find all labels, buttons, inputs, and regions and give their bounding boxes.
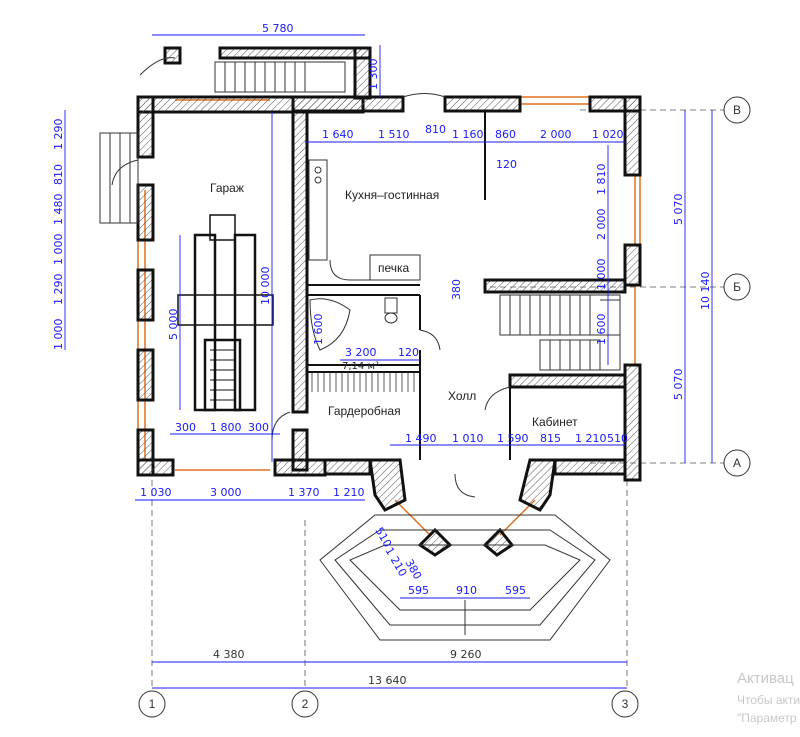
dim-left-810: 810 <box>52 164 65 185</box>
dim-p-595b: 595 <box>505 584 526 597</box>
dim-r-5070b: 5 070 <box>672 369 685 401</box>
dim-h-815: 815 <box>540 432 561 445</box>
dim-b-120: 120 <box>398 346 419 359</box>
dim-p-595a: 595 <box>408 584 429 597</box>
dim-tot-4380: 4 380 <box>213 648 245 661</box>
dim-k-2000: 2 000 <box>540 128 572 141</box>
dim-g-300a: 300 <box>175 421 196 434</box>
stairs <box>214 61 621 371</box>
dim-b-3200: 3 200 <box>345 346 377 359</box>
dim-h-1010: 1 010 <box>452 432 484 445</box>
room-label-kitchen: Кухня–гостинная <box>345 188 439 202</box>
dim-top-1300: 1 300 <box>367 59 380 91</box>
dim-left-1480: 1 480 <box>52 194 65 226</box>
axis-label-1: 1 <box>149 697 156 711</box>
door-swings <box>111 57 511 498</box>
dim-k-1510: 1 510 <box>378 128 410 141</box>
dim-k-1640: 1 640 <box>322 128 354 141</box>
dim-bot-1370: 1 370 <box>288 486 320 499</box>
dim-bath-1600: 1 600 <box>312 314 325 346</box>
room-area-bath: 7,14 м² <box>342 361 379 372</box>
dim-tot-13640: 13 640 <box>368 674 407 687</box>
kitchen-fittings <box>308 159 421 281</box>
dim-r-1600: 1 600 <box>595 314 608 346</box>
left-steps <box>99 132 139 224</box>
axis-label-3: 3 <box>622 697 629 711</box>
dim-left-1290b: 1 290 <box>52 274 65 306</box>
axis-label-b: Б <box>733 280 741 294</box>
dim-h-510: 510 <box>607 432 628 445</box>
dim-g-1800: 1 800 <box>210 421 242 434</box>
dim-k-1160: 1 160 <box>452 128 484 141</box>
watermark-line1: Активац <box>737 670 794 687</box>
room-label-study: Кабинет <box>532 415 578 429</box>
dim-k-120: 120 <box>496 158 517 171</box>
dim-left-1000a: 1 000 <box>52 234 65 266</box>
dimension-lines <box>64 34 713 689</box>
dim-k-810: 810 <box>425 123 446 136</box>
dim-top-total: 5 780 <box>262 22 294 35</box>
room-label-hall: Холл <box>448 389 476 403</box>
dim-h-1210: 1 210 <box>575 432 607 445</box>
dim-p-910: 910 <box>456 584 477 597</box>
watermark-line2: Чтобы акти <box>737 693 800 707</box>
walls <box>136 46 642 557</box>
axis-label-2: 2 <box>302 697 309 711</box>
dim-k-1020: 1 020 <box>592 128 624 141</box>
dim-r-1810: 1 810 <box>595 164 608 196</box>
partitions <box>307 112 511 460</box>
dim-tot-9260: 9 260 <box>450 648 482 661</box>
garage-pit <box>177 214 274 412</box>
stove-label: печка <box>378 261 410 275</box>
dim-k-860: 860 <box>495 128 516 141</box>
bath-fittings <box>309 297 398 351</box>
dim-r-1000: 1 000 <box>595 259 608 291</box>
dim-h-1590: 1 590 <box>497 432 529 445</box>
axis-label-a: А <box>733 456 741 470</box>
axis-bubbles <box>138 96 751 718</box>
dim-g-300b: 300 <box>248 421 269 434</box>
wardrobe-rail <box>311 372 415 392</box>
axis-label-v: В <box>733 103 741 117</box>
dim-stair-380: 380 <box>450 279 463 300</box>
dim-left-1290a: 1 290 <box>52 119 65 151</box>
dim-left-1000b: 1 000 <box>52 319 65 351</box>
dim-garage-10000: 10 000 <box>259 267 272 306</box>
dim-r-2000: 2 000 <box>595 209 608 241</box>
dim-r-5070a: 5 070 <box>672 194 685 226</box>
dim-h-1490: 1 490 <box>405 432 437 445</box>
watermark-line3: "Параметр <box>737 711 797 725</box>
room-label-wardrobe: Гардеробная <box>328 404 401 418</box>
dim-bot-1030: 1 030 <box>140 486 172 499</box>
dim-garage-5000: 5 000 <box>167 309 180 341</box>
porch <box>319 514 611 641</box>
dim-bot-1210: 1 210 <box>333 486 365 499</box>
room-label-garage: Гараж <box>210 181 244 195</box>
dim-r-10140: 10 140 <box>699 272 712 311</box>
dim-bot-3000: 3 000 <box>210 486 242 499</box>
